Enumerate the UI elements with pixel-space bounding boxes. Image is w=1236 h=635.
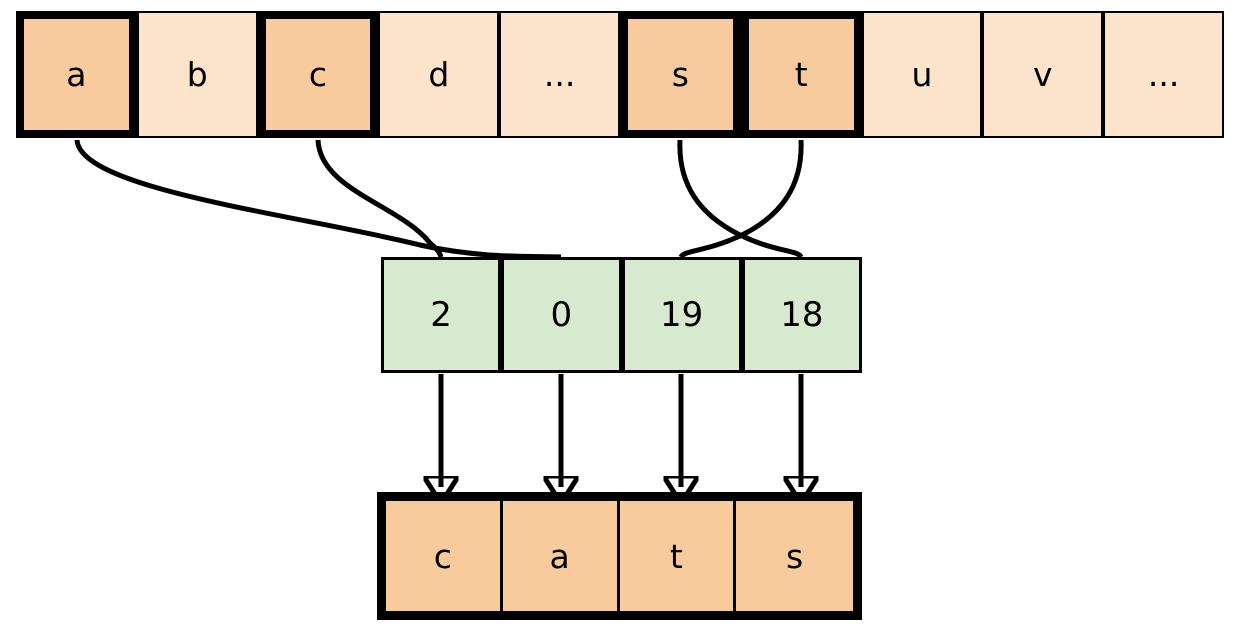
result-cell-label: t <box>669 536 683 576</box>
alphabet-cell-4[interactable]: ... <box>499 11 620 138</box>
alphabet-cell-5[interactable]: s <box>620 11 741 138</box>
alphabet-cell-label: c <box>308 55 328 94</box>
index-cell-3[interactable]: 18 <box>741 257 862 373</box>
alphabet-cell-label: s <box>671 55 689 94</box>
alphabet-cell-7[interactable]: u <box>861 11 983 138</box>
alphabet-cell-3[interactable]: d <box>378 11 500 138</box>
result-cell-label: c <box>433 536 452 576</box>
curve-c-to-2 <box>315 139 444 258</box>
alphabet-cell-label: u <box>911 55 933 94</box>
index-cell-label: 19 <box>659 295 704 335</box>
alphabet-cell-label: ... <box>1147 55 1180 94</box>
result-cell-label: a <box>549 536 570 576</box>
index-cell-label: 18 <box>780 295 824 335</box>
result-cell-0[interactable]: c <box>386 501 503 611</box>
curve-s-to-18 <box>677 139 804 259</box>
alphabet-cell-6[interactable]: t <box>740 11 862 138</box>
curve-t-to-19 <box>678 139 804 259</box>
index-cell-1[interactable]: 0 <box>501 257 622 373</box>
alphabet-cell-2[interactable]: c <box>257 11 379 138</box>
alphabet-cell-label: a <box>66 55 87 94</box>
alphabet-cell-label: t <box>794 55 808 94</box>
result-cell-1[interactable]: a <box>502 501 620 611</box>
result-cell-2[interactable]: t <box>619 501 737 611</box>
alphabet-cell-label: ... <box>543 55 576 94</box>
alphabet-cell-label: b <box>186 55 208 94</box>
result-cell-label: s <box>786 536 804 576</box>
index-cell-0[interactable]: 2 <box>381 257 502 373</box>
alphabet-cell-label: v <box>1033 55 1053 94</box>
result-cell-3[interactable]: s <box>736 501 853 611</box>
alphabet-cell-9[interactable]: ... <box>1103 11 1224 138</box>
index-cell-label: 2 <box>430 295 452 335</box>
alphabet-cell-1[interactable]: b <box>136 11 258 138</box>
alphabet-cell-8[interactable]: v <box>982 11 1104 138</box>
alphabet-cell-0[interactable]: a <box>16 11 137 138</box>
index-cell-2[interactable]: 19 <box>621 257 742 373</box>
alphabet-cell-label: d <box>428 55 450 94</box>
curve-a-to-0 <box>74 139 562 260</box>
index-cell-label: 0 <box>550 295 573 335</box>
alphabet-row: a b c d... s t u v... <box>16 11 1224 138</box>
